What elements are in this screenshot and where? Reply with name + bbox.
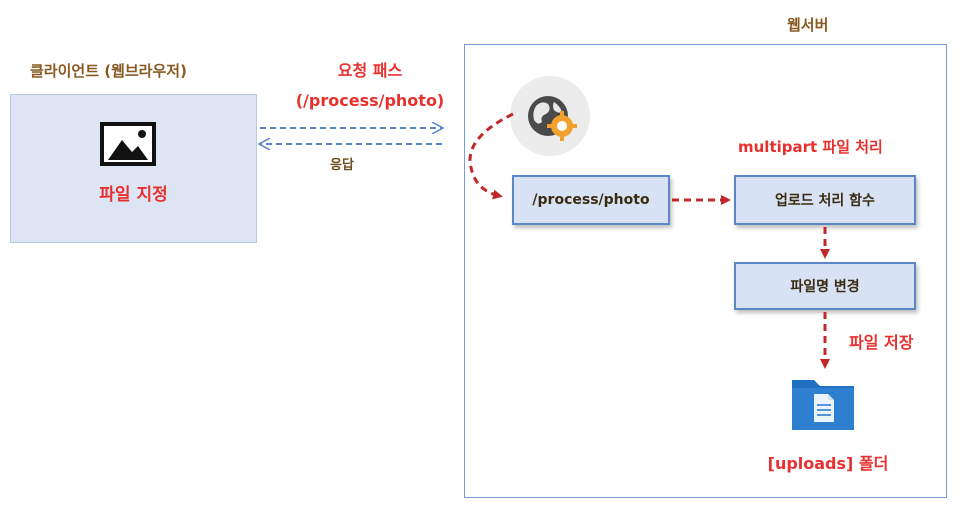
save-file-label: 파일 저장 — [849, 333, 914, 352]
client-label: 파일 지정 — [99, 185, 168, 205]
request-path-title: 요청 패스 — [337, 61, 403, 80]
client-title: 클라이언트 (웹브라우저) — [30, 62, 187, 80]
response-label: 응답 — [330, 158, 354, 173]
rename-node: 파일명 변경 — [734, 262, 916, 310]
multipart-label: multipart 파일 처리 — [738, 138, 883, 156]
route-node: /process/photo — [512, 175, 670, 225]
request-path: (/process/photo) — [295, 91, 445, 110]
uploads-folder-label: [uploads] 폴더 — [767, 454, 889, 473]
server-title: 웹서버 — [787, 16, 829, 34]
globe-to-route-arrow — [468, 112, 514, 200]
image-icon — [100, 122, 156, 166]
client-box — [10, 94, 257, 243]
upload-handler-node: 업로드 처리 함수 — [734, 175, 916, 225]
document-folder-icon — [792, 380, 854, 430]
request-title: 요청 패스 (/process/photo) — [290, 56, 450, 116]
globe-gear-icon — [510, 76, 590, 156]
